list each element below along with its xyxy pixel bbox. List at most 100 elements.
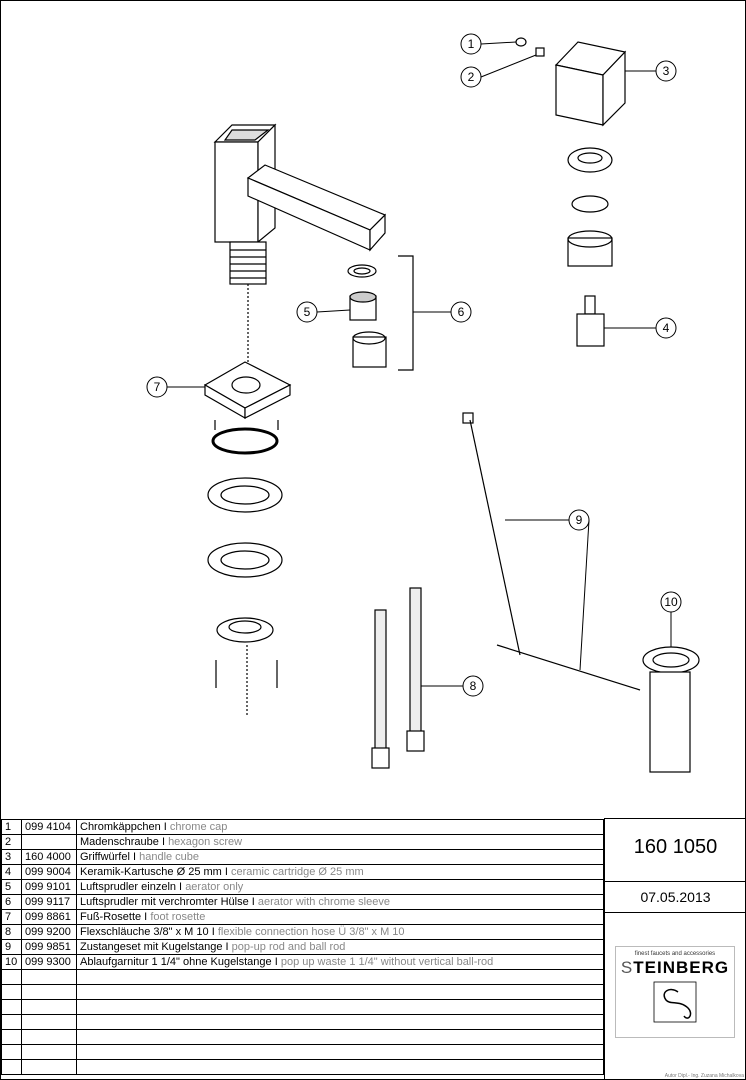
part-number: 1: [1, 819, 22, 835]
callout-3: [655, 60, 677, 82]
table-row: [1, 1029, 604, 1045]
callout-label: 4: [663, 321, 670, 335]
steinberg-logo: finest faucets and accessories STEINBERG: [615, 946, 735, 1038]
part-code: [21, 1044, 77, 1060]
description-en: chrome cap: [169, 821, 228, 833]
callout-4: [655, 317, 677, 339]
connection-hoses: [371, 587, 425, 769]
description-de: Ablaufgarnitur 1 1/4" ohne Kugelstange I: [80, 956, 278, 968]
part-number: [1, 984, 22, 1000]
pop-up-rod: [462, 412, 641, 691]
callout-label: 7: [154, 380, 161, 394]
part-description: [76, 1044, 604, 1060]
part-code: 099 8861: [21, 909, 77, 925]
description-en: foot rosette: [150, 911, 206, 923]
drawing-date: 07.05.2013: [605, 882, 746, 913]
part-description: Chromkäppchen I chrome cap: [76, 819, 604, 835]
callouts: [146, 33, 682, 697]
callout-10: [660, 591, 682, 613]
part-number: [1, 1044, 22, 1060]
part-description: Luftsprudler einzeln I aerator only: [76, 879, 604, 895]
description-en: aerator only: [185, 881, 244, 893]
part-code: 099 4104: [21, 819, 77, 835]
callout-label: 3: [663, 64, 670, 78]
description-de: Griffwürfel I: [80, 851, 137, 863]
part-description: Zustangeset mit Kugelstange I pop-up rod…: [76, 939, 604, 955]
part-description: Keramik-Kartusche Ø 25 mm I ceramic cart…: [76, 864, 604, 880]
callout-label: 8: [470, 679, 477, 693]
part-code: [21, 1029, 77, 1045]
part-code: 160 4000: [21, 849, 77, 865]
callout-label: 1: [468, 37, 475, 51]
logo-mark-icon: [653, 981, 697, 1023]
description-de: Keramik-Kartusche Ø 25 mm I: [80, 866, 228, 878]
part-code: 099 9300: [21, 954, 77, 970]
part-code: 099 9004: [21, 864, 77, 880]
description-en: handle cube: [139, 851, 200, 863]
callout-1: [460, 33, 482, 55]
part-code: [21, 834, 77, 850]
callout-5: [296, 301, 318, 323]
part-number: [1, 1029, 22, 1045]
part-description: [76, 984, 604, 1000]
description-en: pop up waste 1 1/4" without vertical bal…: [280, 956, 494, 968]
part-code: [21, 999, 77, 1015]
part-description: [76, 1029, 604, 1045]
table-row: [1, 999, 604, 1015]
part-number: [1, 969, 22, 985]
part-number: 5: [1, 879, 22, 895]
description-de: Luftsprudler mit verchromter Hülse I: [80, 896, 255, 908]
exploded-view-drawing: 1 2 3 4 5 6 7 8 9 10: [146, 33, 700, 773]
part-code: 099 9117: [21, 894, 77, 910]
description-de: Fuß-Rosette I: [80, 911, 148, 923]
part-number: 6: [1, 894, 22, 910]
description-en: flexible connection hose Ü 3/8" x M 10: [217, 926, 405, 938]
part-code: [21, 969, 77, 985]
description-en: hexagon screw: [168, 836, 243, 848]
part-description: Madenschraube I hexagon screw: [76, 834, 604, 850]
description-de: Zustangeset mit Kugelstange I: [80, 941, 229, 953]
handle-parts: [515, 37, 627, 347]
callout-label: 9: [576, 513, 583, 527]
description-en: aerator with chrome sleeve: [257, 896, 390, 908]
part-description: Fuß-Rosette I foot rosette: [76, 909, 604, 925]
callout-label: 5: [304, 305, 311, 319]
part-description: Flexschläuche 3/8" x M 10 I flexible con…: [76, 924, 604, 940]
callout-8: [462, 675, 484, 697]
part-number: 9: [1, 939, 22, 955]
part-number: 4: [1, 864, 22, 880]
foot-rosette-parts: [203, 361, 292, 715]
part-description: Griffwürfel I handle cube: [76, 849, 604, 865]
pop-up-waste: [642, 646, 700, 773]
callout-label: 6: [458, 305, 465, 319]
part-number: 3: [1, 849, 22, 865]
part-number: [1, 999, 22, 1015]
table-row: [1, 1014, 604, 1030]
table-row: [1, 1044, 604, 1060]
part-number: 7: [1, 909, 22, 925]
part-number: [1, 1059, 22, 1075]
table-row: [1, 984, 604, 1000]
callout-7: [146, 376, 168, 398]
part-code: [21, 984, 77, 1000]
description-de: Luftsprudler einzeln I: [80, 881, 183, 893]
callout-9: [568, 509, 590, 531]
callout-6: [450, 301, 472, 323]
part-description: Luftsprudler mit verchromter Hülse I aer…: [76, 894, 604, 910]
title-block: 160 1050 07.05.2013 finest faucets and a…: [604, 818, 746, 1080]
part-number: 10: [1, 954, 22, 970]
part-number: 2: [1, 834, 22, 850]
part-code: 099 9851: [21, 939, 77, 955]
description-de: Flexschläuche 3/8" x M 10 I: [80, 926, 215, 938]
part-code: 099 9200: [21, 924, 77, 940]
table-row: [1, 969, 604, 985]
